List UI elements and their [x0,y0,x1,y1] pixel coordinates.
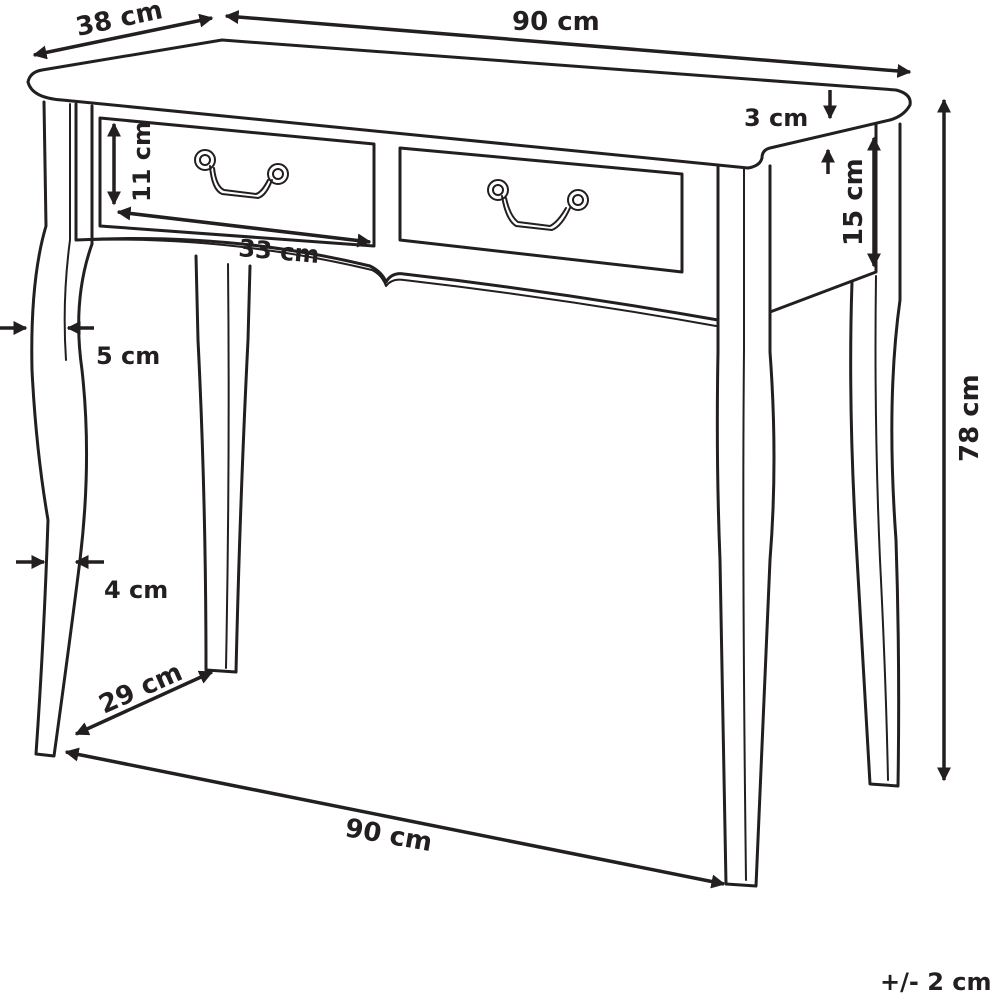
label-drawer-width: 33 cm [237,234,320,269]
tabletop-edge [61,99,749,169]
label-drawer-height: 11 cm [128,121,156,202]
dim-line-drawer-width [116,206,372,248]
label-tolerance: +/- 2 cm [880,968,991,996]
label-leg-bottom-width: 4 cm [104,576,168,604]
dimension-lines [0,10,951,889]
dim-line-base-depth [74,670,214,736]
leg-front-left [30,100,94,758]
dim-line-base-width [64,747,726,889]
label-total-height: 78 cm [955,374,985,462]
label-leg-top-width: 5 cm [96,342,160,370]
table-drawing [26,38,912,888]
dim-line-top-width [224,10,912,78]
dimension-labels: 38 cm 90 cm 3 cm 15 cm 78 cm 11 cm 33 cm… [73,0,991,996]
drawer-handle-right [487,179,589,231]
leg-back-left [194,254,252,674]
label-top-thickness: 3 cm [744,104,808,132]
leg-back-right [849,122,902,788]
label-apron-height: 15 cm [839,158,869,246]
front-apron [74,102,720,322]
dim-line-top-depth [32,13,214,60]
label-top-width: 90 cm [512,7,600,37]
drawer-handle-left [194,149,289,199]
label-base-depth: 29 cm [95,657,187,720]
label-base-width: 90 cm [343,813,435,858]
drawer-left [98,116,376,248]
drawer-right [398,146,684,274]
leg-front-right [715,164,776,888]
